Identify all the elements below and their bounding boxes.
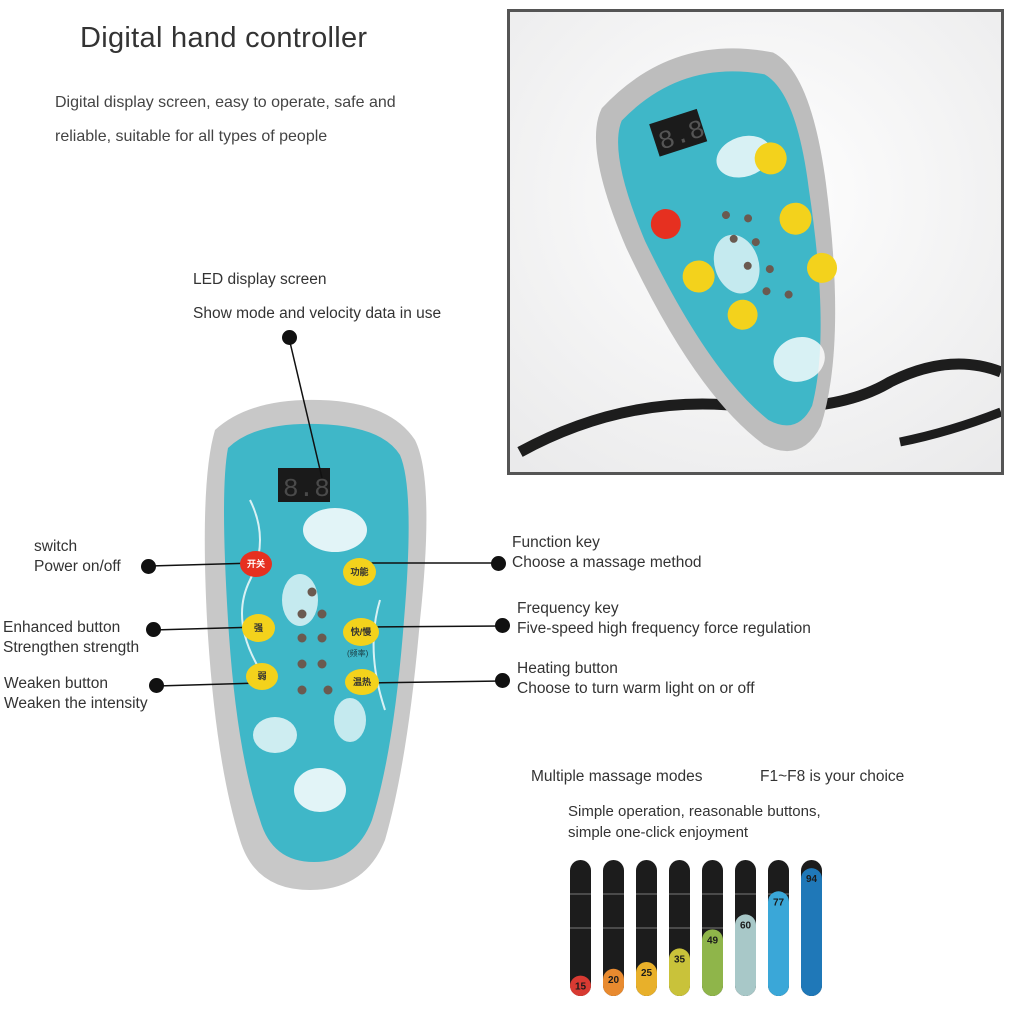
frequency-callout: Frequency key Five-speed high frequency … [517,599,811,639]
weak-button[interactable]: 弱 [246,663,278,690]
weaken-callout-title: Weaken button [4,675,108,692]
intensity-level-fill [570,975,591,996]
intensity-level-fill [669,948,690,996]
intensity-level-label: 25 [641,968,653,979]
switch-callout-title: switch [34,538,78,555]
frequency-callout-desc: Five-speed high frequency force regulati… [517,620,811,637]
intensity-level-8: 94 [801,860,822,996]
intensity-levels: 15 20 25 35 49 60 77 94 [568,858,830,998]
led-callout-title: LED display screen [193,271,327,288]
led-callout-dot [282,330,297,345]
heat-button[interactable]: 温热 [345,669,379,695]
intensity-level-7: 77 [768,860,789,996]
modes-sub-line-1: Simple operation, reasonable buttons, [568,803,821,820]
page-title: Digital hand controller [80,22,368,54]
function-callout-dot [491,556,506,571]
weaken-callout-dot [149,678,164,693]
intensity-level-fill [603,968,624,996]
page-description: Digital display screen, easy to operate,… [55,86,475,154]
heating-callout: Heating button Choose to turn warm light… [517,659,755,699]
led-callout-desc: Show mode and velocity data in use [193,305,442,322]
controller-photo: 8.8 [507,9,1004,475]
frequency-callout-title: Frequency key [517,600,619,617]
intensity-level-6: 60 [735,860,756,996]
strong-button[interactable]: 强 [242,614,275,642]
intensity-level-label: 60 [740,920,752,931]
weaken-callout-desc: Weaken the intensity [4,695,148,712]
modes-headline-right: F1~F8 is your choice [760,768,905,785]
enhanced-callout-title: Enhanced button [3,619,121,636]
modes-headline-left: Multiple massage modes [531,768,703,785]
heating-callout-desc: Choose to turn warm light on or off [517,680,755,697]
enhanced-callout: Enhanced button Strengthen strength [3,618,139,658]
function-button[interactable]: 功能 [343,558,376,586]
speed-button-sublabel: (频率) [347,649,369,658]
intensity-level-fill [702,929,723,996]
intensity-level-4: 35 [669,860,690,996]
function-callout-title: Function key [512,534,600,551]
enhanced-callout-dot [146,622,161,637]
intensity-level-fill [735,914,756,996]
intensity-level-label: 49 [707,935,719,946]
intensity-level-2: 20 [603,860,624,996]
function-callout: Function key Choose a massage method [512,533,702,573]
heating-callout-title: Heating button [517,660,618,677]
led-callout: LED display screen Show mode and velocit… [193,263,441,331]
intensity-level-label: 35 [674,954,686,965]
intensity-level-1: 15 [570,860,591,996]
switch-callout: switch Power on/off [34,537,121,577]
intensity-level-label: 77 [773,897,785,908]
frequency-callout-dot [495,618,510,633]
intensity-level-label: 94 [806,874,818,885]
modes-sub-line-2: simple one-click enjoyment [568,824,749,841]
switch-callout-desc: Power on/off [34,558,121,575]
heating-callout-dot [495,673,510,688]
description-line-2: reliable, suitable for all types of peop… [55,128,328,145]
switch-callout-dot [141,559,156,574]
display-digits: 8.8 [283,474,330,504]
intensity-level-3: 25 [636,860,657,996]
intensity-level-fill [801,868,822,996]
power-button[interactable]: 开关 [240,551,272,577]
intensity-levels-svg: 15 20 25 35 49 60 77 94 [570,860,822,996]
intensity-level-fill [768,891,789,996]
intensity-level-5: 49 [702,860,723,996]
description-line-1: Digital display screen, easy to operate,… [55,94,396,111]
weaken-callout: Weaken button Weaken the intensity [4,674,148,714]
intensity-level-label: 15 [575,982,587,993]
speed-button[interactable]: 快/慢 [343,618,379,646]
enhanced-callout-desc: Strengthen strength [3,639,140,656]
controller-photo-image: 8.8 [510,12,1001,472]
function-callout-desc: Choose a massage method [512,554,702,571]
intensity-level-label: 20 [608,975,620,986]
intensity-level-fill [636,962,657,996]
